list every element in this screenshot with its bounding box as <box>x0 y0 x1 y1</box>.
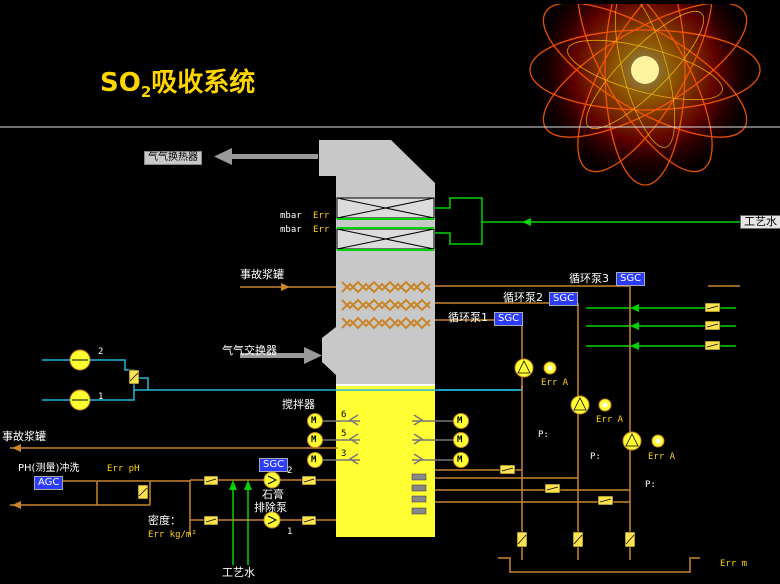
discharge-pump-label: 排除泵 <box>254 501 287 514</box>
mbar-top-unit: mbar <box>280 211 302 221</box>
gypsum-pumps <box>263 471 281 529</box>
slurry-lines <box>10 285 740 573</box>
firework-decoration <box>525 0 780 190</box>
page-title: SO2吸收系统 <box>100 68 256 102</box>
motor-4-icon: M <box>457 416 463 426</box>
process-water-right-label: 工艺水 <box>740 215 780 229</box>
flue-gas-arrows <box>214 148 322 364</box>
agitator-no-4: 4 <box>441 410 447 420</box>
pressure-3-label: P: <box>645 480 656 490</box>
mbar-top-value: Err <box>313 211 330 221</box>
circ-pump3-readout: Err A <box>648 452 676 462</box>
circ-pump1-sgc-button[interactable]: SGC <box>494 312 524 326</box>
gas-exchanger-label: 气气交换器 <box>222 344 277 357</box>
process-water-bottom-label: 工艺水 <box>222 566 255 579</box>
agitator-no-1: 1 <box>441 449 447 459</box>
pressure-1-label: P: <box>538 430 549 440</box>
motor-3-icon: M <box>311 455 317 465</box>
emergency-tank-top-label: 事故浆罐 <box>240 268 284 281</box>
agitator-no-6: 6 <box>341 410 347 420</box>
oxidation-grid <box>411 473 427 515</box>
pump-no-1: 1 <box>287 527 293 537</box>
slurry-arrowheads <box>12 283 290 509</box>
circ-pump2-sgc-button[interactable]: SGC <box>549 292 579 306</box>
pressure-2-label: P: <box>590 452 601 462</box>
spray-nozzles <box>341 280 431 330</box>
agitator-shafts <box>323 414 453 465</box>
mbar-bottom-unit: mbar <box>280 225 302 235</box>
agitator-no-5: 5 <box>341 429 347 439</box>
circ-pump1-label: 循环泵1 <box>448 311 488 324</box>
circ-pump1-readout: Err A <box>541 378 569 388</box>
blower-no-2: 2 <box>98 347 104 357</box>
circ-pump2-label: 循环泵2 <box>503 291 543 304</box>
circulation-pumps <box>514 358 665 451</box>
emergency-tank-left-label: 事故浆罐 <box>2 430 46 443</box>
agc-button[interactable]: AGC <box>34 476 64 490</box>
motor-5-icon: M <box>311 435 317 445</box>
agitator-no-2: 2 <box>441 429 447 439</box>
gas-heater-label: 气气换热器 <box>144 151 202 165</box>
demister-upper <box>336 197 435 220</box>
gas-lines <box>42 359 523 401</box>
ph-readout: Err pH <box>107 464 140 474</box>
level-readout: Err m <box>720 559 748 569</box>
agitator-motors <box>307 413 469 468</box>
circ-pump3-sgc-button[interactable]: SGC <box>616 272 646 286</box>
mbar-bottom-value: Err <box>313 225 330 235</box>
blower-no-1: 1 <box>98 392 104 402</box>
density-label: 密度： <box>148 514 181 527</box>
blowers <box>69 349 91 411</box>
motor-6-icon: M <box>311 416 317 426</box>
water-arrowheads <box>229 218 639 490</box>
valve-marks <box>129 305 719 545</box>
density-readout: Err kg/m² <box>148 530 197 540</box>
circ-pump3-label: 循环泵3 <box>569 272 609 285</box>
ph-wash-label: PH(测量)冲洗 <box>18 463 80 474</box>
circ-pump2-readout: Err A <box>596 415 624 425</box>
agitator-label: 搅拌器 <box>282 398 315 411</box>
process-water-lines <box>232 197 740 565</box>
gypsum-label: 石膏 <box>262 488 284 501</box>
demister-lower <box>336 227 435 251</box>
motor-2-icon: M <box>457 435 463 445</box>
motor-1-icon: M <box>457 455 463 465</box>
gypsum-pump-sgc-button[interactable]: SGC <box>259 458 289 472</box>
agitator-no-3: 3 <box>341 449 347 459</box>
pump-no-2: 2 <box>287 466 293 476</box>
